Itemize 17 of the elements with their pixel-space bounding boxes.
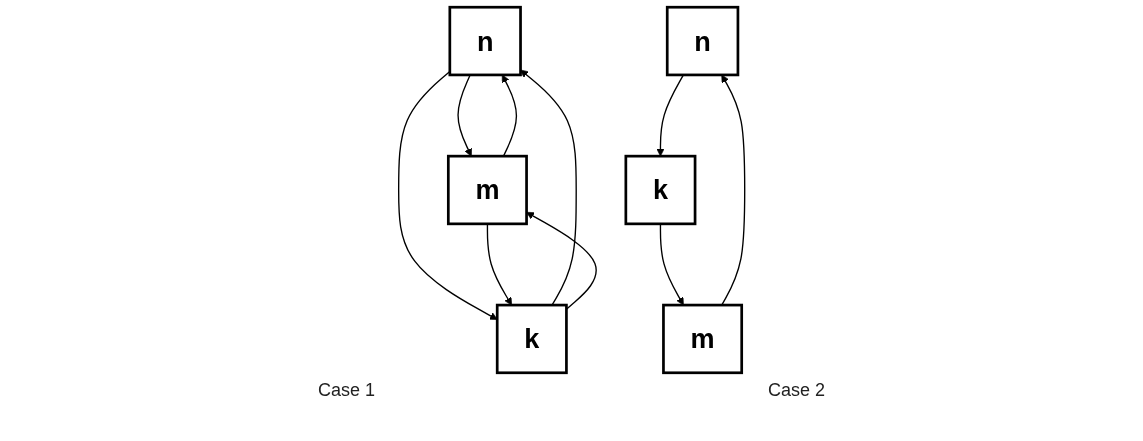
arrow xyxy=(720,74,746,306)
caption-text: Case 2 xyxy=(767,380,825,401)
arrow xyxy=(501,74,517,157)
arrow xyxy=(526,211,597,310)
node-box: k xyxy=(495,303,568,375)
arrow xyxy=(659,223,684,306)
arrow xyxy=(457,74,472,157)
node-box: m xyxy=(661,303,743,375)
node-box: k xyxy=(624,154,697,226)
arrow xyxy=(520,69,577,306)
node-box: n xyxy=(448,5,522,77)
caption-text: Case 1 xyxy=(317,380,375,401)
arrow xyxy=(486,223,512,306)
arrow xyxy=(656,74,684,157)
arrow xyxy=(397,70,498,320)
node-box: m xyxy=(446,154,528,226)
node-box: n xyxy=(665,5,740,77)
